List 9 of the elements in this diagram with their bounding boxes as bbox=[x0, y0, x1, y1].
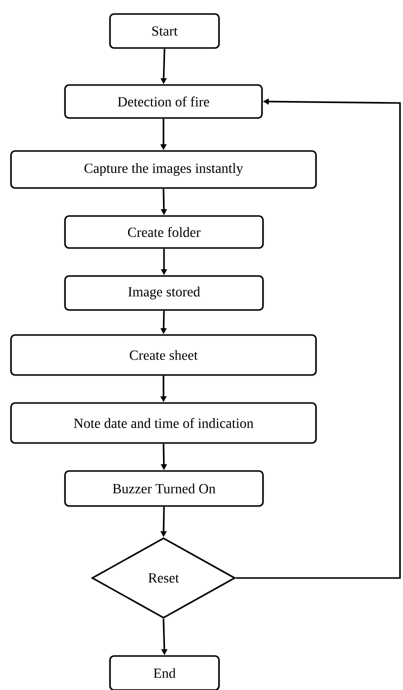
process-box: Note date and time of indication bbox=[10, 402, 317, 444]
process-box: Create folder bbox=[64, 215, 264, 249]
process-box: Capture the images instantly bbox=[10, 150, 317, 189]
process-box: Create sheet bbox=[10, 334, 317, 376]
terminal-box: Start bbox=[109, 13, 220, 49]
process-box: Detection of fire bbox=[64, 84, 263, 119]
process-box: Image stored bbox=[64, 275, 264, 311]
process-box: Buzzer Turned On bbox=[64, 470, 264, 507]
terminal-box: End bbox=[109, 655, 220, 690]
